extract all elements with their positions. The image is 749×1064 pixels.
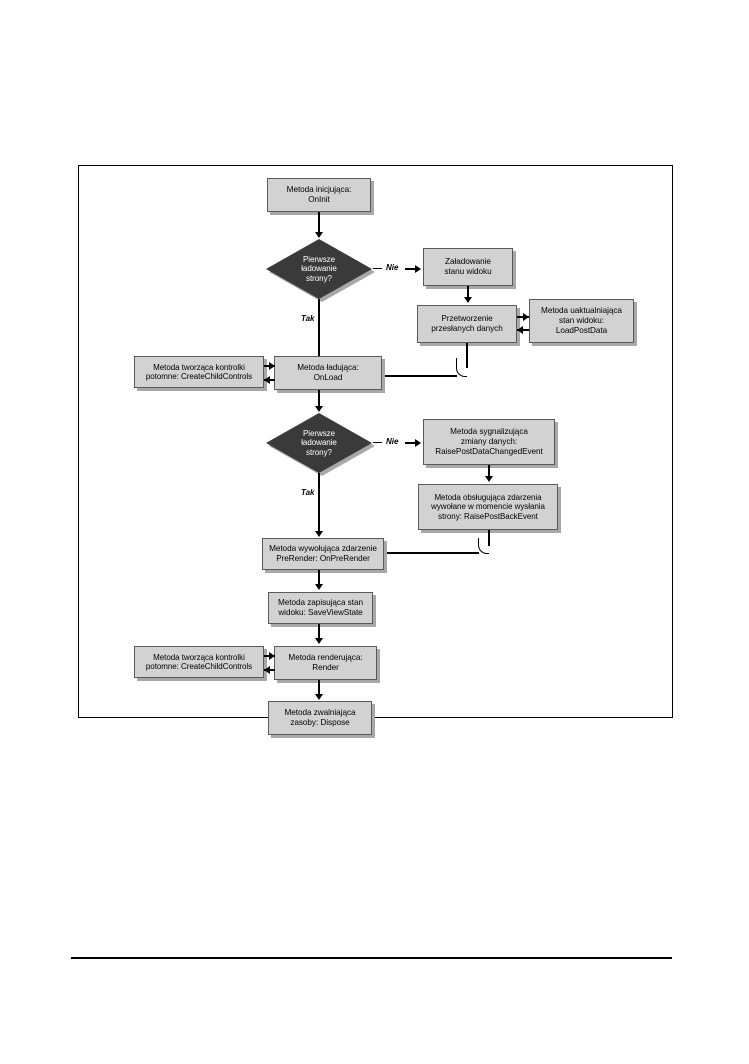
node-createchildcontrols-bottom-line-1: Metoda tworząca kontrolki	[153, 652, 245, 662]
connector-loadpostdata-to-processpostdata	[517, 329, 529, 331]
node-saveviewstate-line-2: widoku: SaveViewState	[278, 608, 363, 617]
node-loadpostdata-line-1: Metoda uaktualniająca	[541, 306, 622, 316]
node-render-line-1: Metoda renderująca:	[288, 653, 363, 663]
node-createchildcontrols-bottom-line-2: potomne: CreateChildControls	[145, 662, 253, 671]
decision-1-line-3: strony?	[306, 273, 332, 283]
arrowhead-onprerender-to-saveviewstate	[315, 584, 323, 590]
branch-label-no-1: Nie	[386, 263, 399, 272]
node-loadpostdata-line-2: stan widoku:	[559, 316, 604, 326]
arrowhead-processpostdata-to-loadpostdata	[523, 313, 529, 321]
node-raisepostbackevent-line-1: Metoda obsługująca zdarzenia	[434, 492, 542, 502]
node-saveviewstate-line-1: Metoda zapisująca stan	[278, 598, 363, 608]
node-oninit: Metoda inicjująca: OnInit	[267, 178, 371, 212]
arrowhead-onload-to-createchildcontrols-top	[264, 376, 270, 384]
node-onprerender: Metoda wywołująca zdarzenie PreRender: O…	[262, 538, 384, 570]
connector-raisepostback-down	[488, 530, 490, 546]
node-raisepostdatachangedevent-line-1: Metoda sygnalizująca	[450, 427, 528, 437]
node-load-viewstate: Załadowanie stanu widoku	[423, 248, 513, 286]
arrowhead-render-to-dispose	[315, 694, 323, 700]
decision-first-load-1: Pierwsze ładowanie strony?	[266, 239, 375, 302]
node-loadpostdata: Metoda uaktualniająca stan widoku: LoadP…	[529, 299, 634, 343]
connector-loadviewstate-to-processpostdata	[467, 286, 469, 300]
branch-dash-no-2	[373, 442, 382, 444]
footer-rule	[71, 957, 672, 959]
node-saveviewstate: Metoda zapisująca stan widoku: SaveViewS…	[268, 592, 373, 624]
decision-2-line-1: Pierwsze	[302, 428, 336, 438]
node-onprerender-line-1: Metoda wywołująca zdarzenie	[269, 544, 377, 554]
connector-onload-to-decision2	[318, 390, 320, 410]
decision-2-line-3: strony?	[306, 447, 332, 457]
node-oninit-line-2: OnInit	[308, 195, 330, 204]
node-dispose-line-1: Metoda zwalniająca	[284, 708, 356, 718]
node-raisepostdatachangedevent-line-2: zmiany danych:	[460, 437, 518, 447]
node-onload-line-1: Metoda ładująca:	[297, 363, 359, 373]
decision-1-label: Pierwsze ładowanie strony?	[266, 239, 372, 299]
connector-saveviewstate-to-render	[318, 624, 320, 642]
decision-1-line-2: ładowanie	[301, 264, 337, 274]
figure-frame: Metoda inicjująca: OnInit Pierwsze ładow…	[78, 165, 673, 735]
node-raisepostbackevent-line-3: strony: RaisePostBackEvent	[438, 511, 538, 521]
node-process-postdata-line-1: Przetworzenie	[441, 314, 493, 324]
node-onload-line-2: OnLoad	[313, 373, 343, 382]
node-load-viewstate-line-1: Załadowanie	[445, 257, 491, 267]
arrowhead-decision1-no	[415, 265, 421, 273]
arrowhead-onload-to-decision2	[315, 406, 323, 412]
arrowhead-loadpostdata-to-processpostdata	[517, 326, 523, 334]
node-onprerender-line-2: PreRender: OnPreRender	[276, 554, 370, 563]
node-raisepostdatachangedevent-line-3: RaisePostDataChangedEvent	[435, 446, 543, 456]
decision-first-load-2: Pierwsze ładowanie strony?	[266, 413, 375, 476]
node-load-viewstate-line-2: stanu widoku	[444, 267, 492, 276]
decision-2-label: Pierwsze ładowanie strony?	[266, 413, 372, 473]
arrowhead-processpostdata-to-onload	[379, 372, 385, 380]
node-render-line-2: Render	[312, 663, 339, 672]
arrowhead-decision2-yes	[315, 531, 323, 537]
node-dispose: Metoda zwalniająca zasoby: Dispose	[268, 701, 372, 735]
arrowhead-raisepostdatachanged-to-raisepostback	[485, 476, 493, 482]
node-process-postdata: Przetworzenie przesłanych danych	[417, 305, 517, 343]
arrowhead-oninit-to-decision1	[315, 232, 323, 238]
decision-2-line-2: ładowanie	[301, 438, 337, 448]
decision-1-line-1: Pierwsze	[302, 254, 336, 264]
connector-decision2-no	[405, 442, 417, 444]
branch-dash-no-1	[373, 268, 382, 270]
arrowhead-render-to-createchildcontrols-bottom	[264, 666, 270, 674]
branch-label-yes-2: Tak	[301, 488, 315, 497]
connector-processpostdata-elbow	[456, 358, 467, 377]
connector-raisepostdatachanged-to-raisepostback	[488, 465, 490, 479]
node-raisepostbackevent-line-2: wywołane w momencie wysłania	[431, 502, 545, 512]
node-createchildcontrols-bottom: Metoda tworząca kontrolki potomne: Creat…	[134, 646, 264, 678]
arrowhead-createchildcontrols-top-to-onload	[269, 362, 275, 370]
arrowhead-raisepostback-to-onprerender	[381, 549, 387, 557]
node-render: Metoda renderująca: Render	[274, 646, 377, 680]
node-raisepostdatachangedevent: Metoda sygnalizująca zmiany danych: Rais…	[423, 419, 555, 465]
node-dispose-line-2: zasoby: Dispose	[290, 718, 350, 727]
node-oninit-line-1: Metoda inicjująca:	[286, 185, 352, 195]
arrowhead-loadviewstate-to-processpostdata	[464, 297, 472, 303]
arrowhead-createchildcontrols-bottom-to-render	[269, 652, 275, 660]
connector-render-to-dispose	[318, 680, 320, 698]
branch-label-no-2: Nie	[386, 437, 399, 446]
connector-onprerender-to-saveviewstate	[318, 570, 320, 588]
connector-processpostdata-down	[466, 343, 468, 368]
connector-decision1-no	[405, 268, 417, 270]
node-loadpostdata-line-3: LoadPostData	[555, 325, 608, 335]
connector-oninit-to-decision1	[318, 212, 320, 234]
node-process-postdata-line-2: przesłanych danych	[431, 324, 503, 333]
node-createchildcontrols-top-line-1: Metoda tworząca kontrolki	[153, 362, 245, 372]
node-onload: Metoda ładująca: OnLoad	[274, 356, 382, 390]
connector-decision2-yes	[318, 473, 320, 533]
branch-label-yes-1: Tak	[301, 314, 315, 323]
connector-raisepostback-elbow	[478, 538, 489, 554]
node-createchildcontrols-top: Metoda tworząca kontrolki potomne: Creat…	[134, 356, 264, 388]
connector-raisepostback-to-onprerender	[384, 552, 479, 554]
node-raisepostbackevent: Metoda obsługująca zdarzenia wywołane w …	[418, 484, 558, 530]
arrowhead-saveviewstate-to-render	[315, 638, 323, 644]
connector-decision1-yes	[318, 299, 320, 359]
arrowhead-decision2-no	[415, 439, 421, 447]
connector-processpostdata-to-onload	[382, 375, 457, 377]
node-createchildcontrols-top-line-2: potomne: CreateChildControls	[145, 372, 253, 381]
